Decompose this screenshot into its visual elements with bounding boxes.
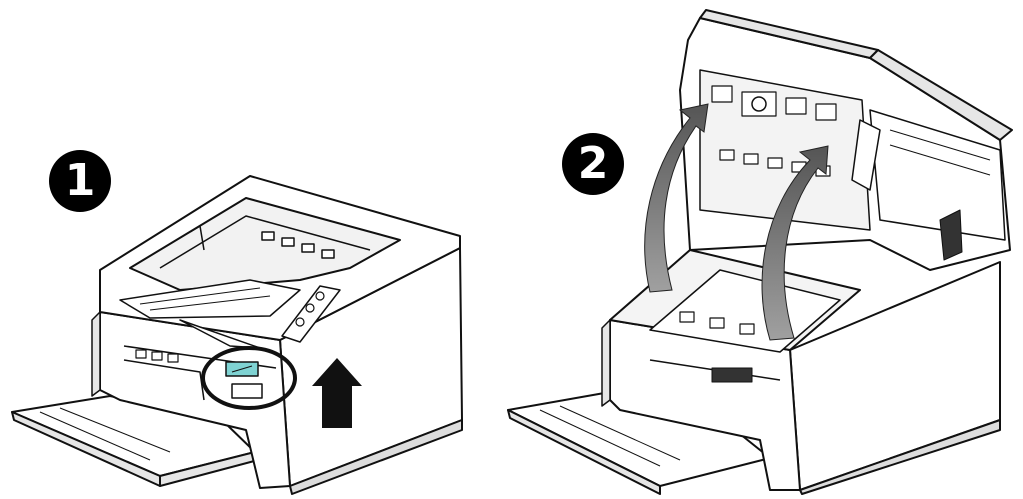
curved-arrow-up-icon bbox=[761, 145, 829, 341]
lift-arrows bbox=[644, 103, 829, 341]
scanner-open bbox=[507, 9, 1013, 495]
curved-arrow-up-icon bbox=[644, 103, 709, 293]
arrow-up-icon bbox=[312, 358, 362, 428]
scanner-closed bbox=[11, 175, 463, 495]
step-badge-2: 2 bbox=[562, 133, 624, 195]
highlight-circle bbox=[201, 346, 297, 410]
step-badge-1: 1 bbox=[49, 150, 111, 212]
